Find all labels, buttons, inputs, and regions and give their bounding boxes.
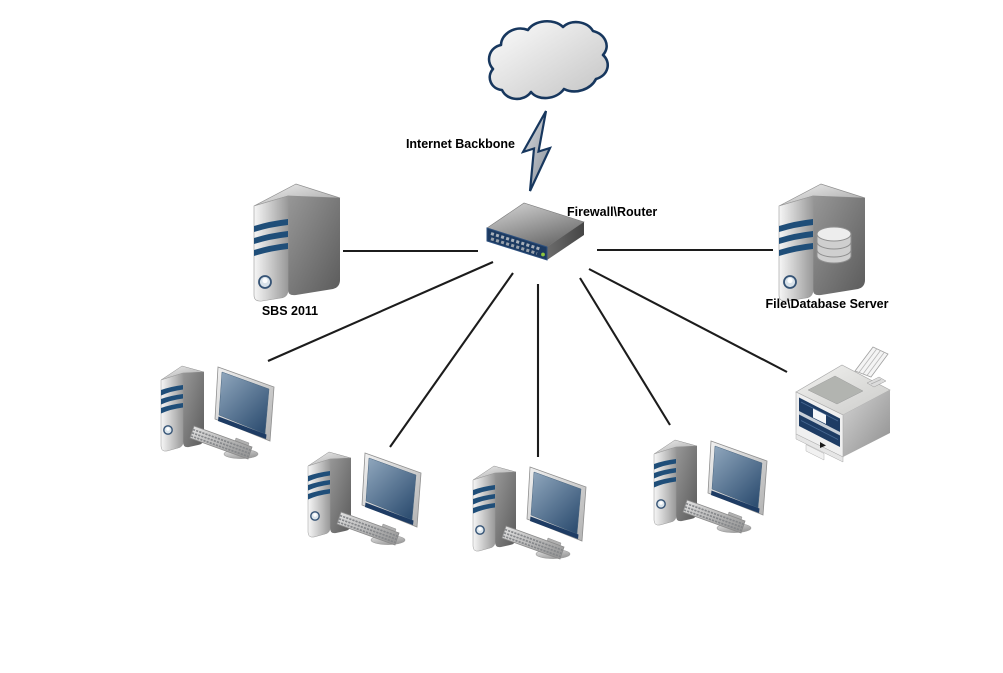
connection-line	[267, 261, 494, 362]
lightning-bolt-icon	[521, 109, 555, 193]
desktop-computer-icon	[158, 362, 293, 467]
file-database-server-label: File\Database Server	[765, 297, 889, 311]
desktop-computer-icon	[470, 462, 605, 567]
server-tower-icon	[252, 180, 344, 304]
database-server-icon	[777, 180, 869, 304]
cloud-icon	[483, 17, 613, 107]
sbs-2011-label: SBS 2011	[261, 304, 319, 318]
firewall-router-label: Firewall\Router	[567, 205, 658, 219]
desktop-computer-icon	[651, 436, 786, 541]
connection-line	[579, 277, 671, 426]
connection-line	[389, 272, 514, 448]
internet-backbone-label: Internet Backbone	[405, 137, 515, 151]
printer-icon	[793, 345, 898, 465]
desktop-computer-icon	[305, 448, 440, 553]
connection-line	[588, 268, 788, 373]
